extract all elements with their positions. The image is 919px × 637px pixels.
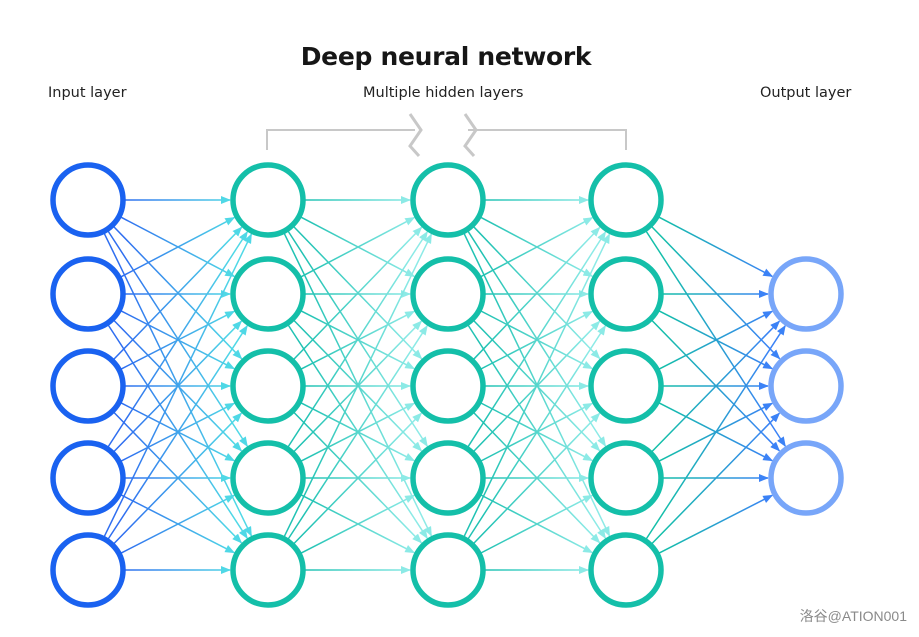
connection-input-5-to-hidden-1-2	[107, 324, 248, 540]
connection-hidden-3-1-to-output-2	[651, 226, 781, 360]
connection-hidden-3-1-to-output-1	[658, 216, 774, 278]
connection-hidden-2-4-to-hidden-3-1	[467, 231, 607, 448]
connection-hidden-2-2-to-hidden-3-1	[480, 217, 594, 278]
connection-input-5-to-hidden-1-3	[113, 412, 243, 545]
hidden-1-node-4	[230, 440, 306, 516]
connection-input-2-to-hidden-1-1	[120, 216, 236, 278]
bracket-left-segment	[266, 129, 415, 150]
connection-hidden-1-2-to-hidden-2-1	[300, 216, 416, 278]
connection-hidden-2-5-to-hidden-3-4	[480, 494, 594, 554]
hidden-layers-label: Multiple hidden layers	[363, 85, 524, 101]
connection-hidden-3-5-to-output-3	[658, 494, 774, 554]
hidden-1-node-3	[230, 348, 306, 424]
connection-hidden-3-5-to-output-1	[645, 324, 786, 540]
input-layer-label: Input layer	[48, 85, 127, 101]
hidden-3-node-2	[588, 256, 664, 332]
connection-input-3-to-hidden-1-1	[113, 226, 243, 360]
output-node-3	[768, 440, 844, 516]
hidden-2-node-4	[410, 440, 486, 516]
connection-hidden-3-4-to-output-1	[651, 320, 781, 453]
output-layer-label: Output layer	[760, 85, 852, 101]
connection-input-4-to-hidden-1-1	[107, 231, 248, 448]
hidden-1-node-2	[230, 256, 306, 332]
connection-hidden-3-5-to-output-2	[651, 412, 781, 545]
connection-hidden-2-5-to-hidden-3-3	[473, 412, 601, 544]
hidden-1-node-5	[230, 532, 306, 608]
bracket-right-segment	[468, 129, 627, 150]
connection-hidden-3-3-to-output-1	[658, 310, 774, 370]
hidden-layers-bracket	[266, 113, 627, 158]
connection-hidden-2-5-to-hidden-3-1	[463, 233, 611, 538]
input-node-4	[50, 440, 126, 516]
hidden-3-node-5	[588, 532, 664, 608]
connection-hidden-2-3-to-hidden-3-1	[473, 226, 601, 360]
connections	[103, 196, 786, 574]
connection-hidden-1-5-to-hidden-2-4	[300, 494, 416, 554]
hidden-2-node-1	[410, 162, 486, 238]
neurons	[50, 162, 844, 608]
hidden-3-node-4	[588, 440, 664, 516]
output-node-1	[768, 256, 844, 332]
hidden-3-node-1	[588, 162, 664, 238]
connection-hidden-1-3-to-hidden-2-1	[293, 226, 423, 360]
input-node-3	[50, 348, 126, 424]
bracket-break-left-icon	[408, 113, 423, 158]
connection-hidden-1-5-to-hidden-2-2	[287, 324, 428, 540]
hidden-1-node-1	[230, 162, 306, 238]
connection-hidden-1-5-to-hidden-2-3	[293, 412, 423, 545]
connection-hidden-2-5-to-hidden-3-2	[467, 325, 607, 540]
bracket-break-right-icon	[463, 113, 478, 158]
hidden-2-node-5	[410, 532, 486, 608]
diagram-title: Deep neural network	[300, 42, 592, 71]
input-node-2	[50, 256, 126, 332]
connection-input-5-to-hidden-1-1	[103, 233, 253, 538]
input-node-1	[50, 162, 126, 238]
hidden-2-node-3	[410, 348, 486, 424]
connection-hidden-3-1-to-output-3	[645, 230, 786, 447]
hidden-3-node-3	[588, 348, 664, 424]
watermark: 洛谷@ATION001	[799, 608, 907, 624]
hidden-2-node-2	[410, 256, 486, 332]
output-node-2	[768, 348, 844, 424]
connection-input-5-to-hidden-1-4	[120, 494, 236, 554]
connection-hidden-1-4-to-hidden-2-1	[287, 231, 428, 448]
input-node-5	[50, 532, 126, 608]
connection-hidden-1-5-to-hidden-2-1	[283, 233, 433, 538]
